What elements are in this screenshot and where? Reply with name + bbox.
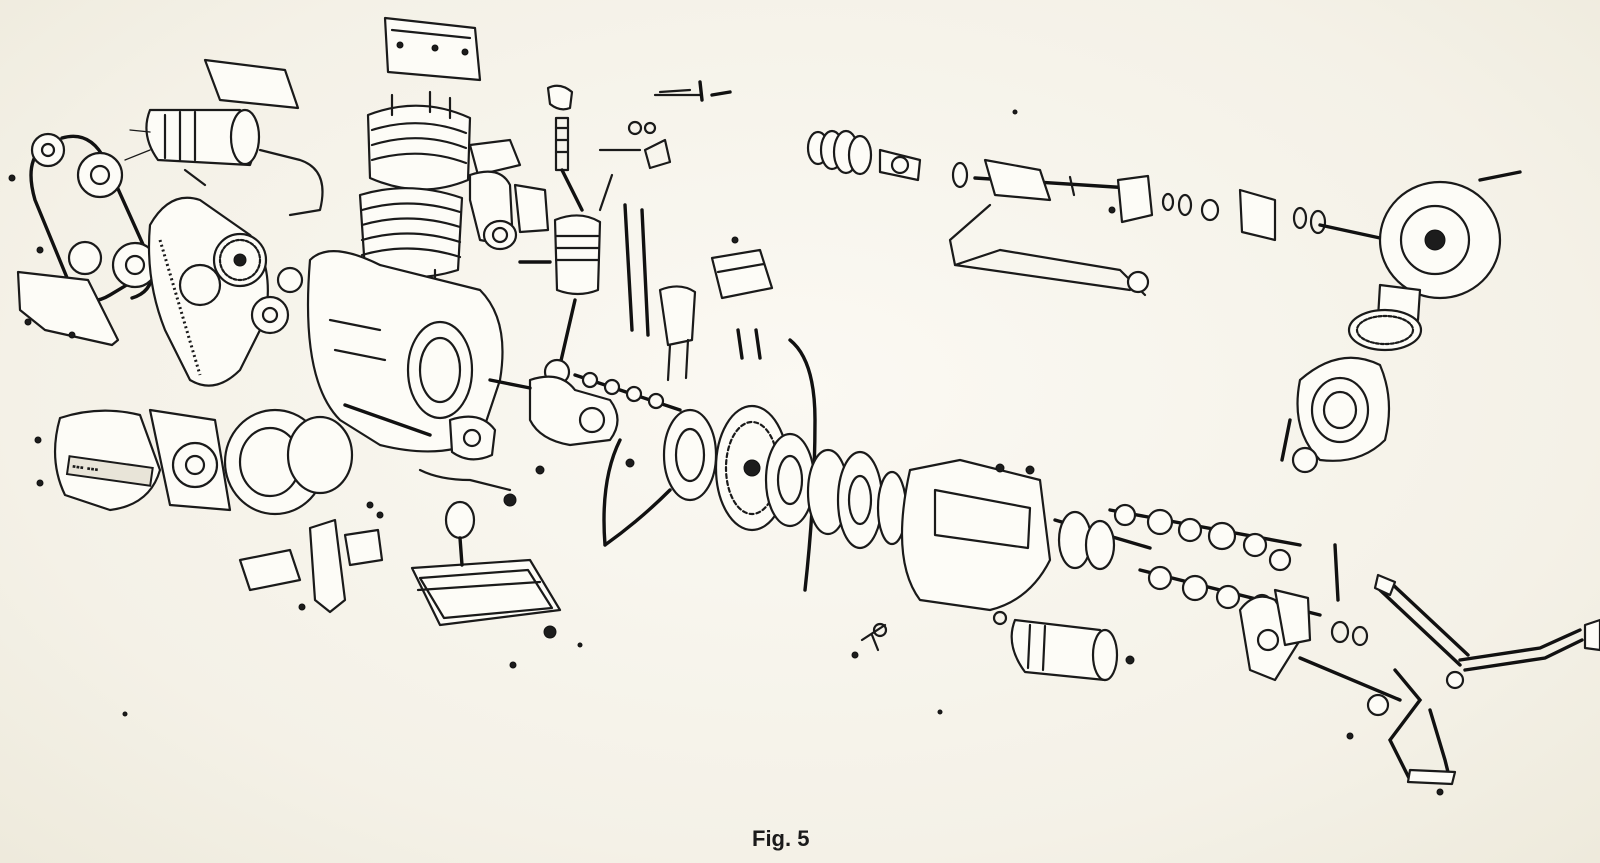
timing-chest-housing: [147, 196, 269, 387]
final-drive-cover: [1280, 356, 1391, 474]
final-drive-housing: [1378, 170, 1522, 300]
small-fitting: [851, 622, 888, 659]
pushrods: [623, 203, 650, 337]
cylinder-head: [366, 90, 522, 191]
carburettor: [468, 170, 550, 251]
gearbox-casing: [900, 458, 1052, 626]
starter-motor-bottom: [1010, 618, 1135, 682]
rocker-cover: [383, 16, 482, 82]
figure-caption: Fig. 5: [752, 826, 810, 851]
swing-arm: [948, 158, 1154, 297]
clutch-housing: [662, 408, 718, 502]
gearbox-rear-cover: [1273, 543, 1369, 647]
alternator-rotor-disc: [223, 408, 354, 516]
timing-belt-assembly: [8, 132, 159, 303]
svg-text:▪▪▪ ▪▪▪: ▪▪▪ ▪▪▪: [71, 461, 99, 477]
clutch-plates: [764, 432, 908, 550]
camshaft: [573, 371, 682, 412]
piston: [518, 214, 602, 296]
crown-wheel-and-pinion: [1347, 283, 1423, 352]
alternator-cover: ▪▪▪ ▪▪▪: [34, 409, 162, 512]
voltage-regulator: [710, 236, 774, 300]
starter-motor-top: [124, 58, 324, 217]
hoses: [602, 328, 817, 592]
gear-change-linkage: [1298, 656, 1457, 796]
distributor: [658, 285, 697, 382]
oil-pump: [448, 415, 497, 461]
camshaft-gear: [212, 232, 304, 335]
alternator-stator: [148, 408, 232, 512]
oil-sump: [410, 500, 562, 669]
timing-cover-plate: [16, 270, 120, 347]
universal-joint-boot: [806, 129, 873, 176]
kickstart-lever: [1373, 573, 1600, 690]
exhaust-manifold: [238, 518, 384, 614]
loose-fasteners: [122, 109, 1116, 717]
crankshaft: [488, 375, 619, 447]
valve-springs-and-valves: [546, 80, 732, 212]
connecting-rod: [543, 298, 577, 386]
oil-line: [418, 458, 635, 507]
shaft-seals-and-bearings: [1161, 188, 1382, 242]
universal-joint: [878, 148, 969, 189]
